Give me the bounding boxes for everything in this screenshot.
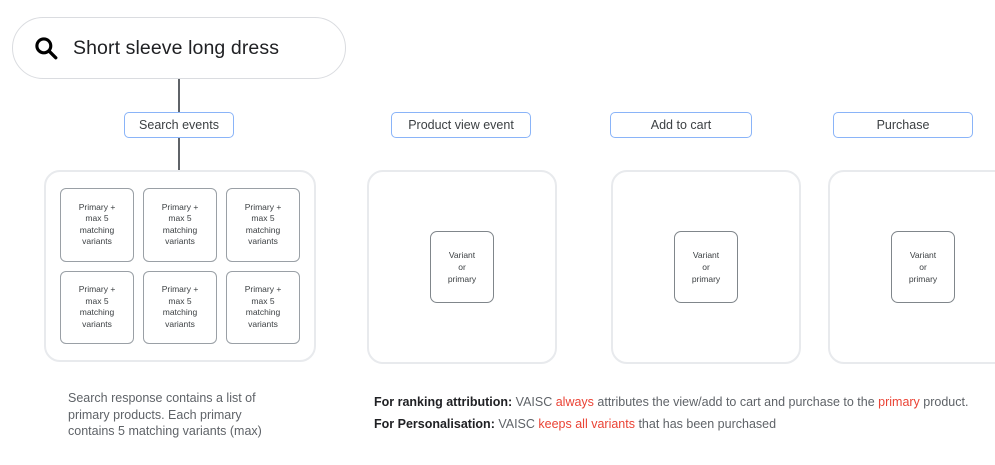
product-card[interactable]: Primary + max 5 matching variants — [143, 188, 217, 262]
stage-chip-label: Product view event — [408, 118, 514, 132]
stage-chip-purchase[interactable]: Purchase — [833, 112, 973, 138]
product-card-line-2: max 5 — [251, 213, 275, 224]
stage-chip-product-view-event[interactable]: Product view event — [391, 112, 531, 138]
caption-line-1: Search response contains a list of — [68, 391, 256, 405]
product-view-event-panel: Variant or primary — [367, 170, 557, 364]
product-card-line-3: matching — [162, 224, 198, 235]
product-card-line-2: max 5 — [85, 295, 109, 306]
product-card-line-2: max 5 — [168, 213, 192, 224]
product-card[interactable]: Primary + max 5 matching variants — [60, 188, 134, 262]
variant-card-line-2: or — [458, 262, 466, 272]
note-ranking-part-2: attributes the view/add to cart and purc… — [593, 395, 879, 409]
note-ranking-highlight-1: always — [555, 395, 594, 409]
product-card-line-2: max 5 — [168, 295, 192, 306]
stage-chip-label: Search events — [139, 118, 219, 132]
variant-card-line-1: Variant — [692, 250, 720, 260]
product-card-line-3: matching — [79, 307, 115, 318]
product-card[interactable]: Primary + max 5 matching variants — [60, 270, 134, 344]
product-card-line-1: Primary + — [244, 201, 282, 212]
variant-card-line-3: primary — [691, 274, 721, 284]
product-card-line-4: variants — [248, 318, 278, 329]
caption-line-2: primary products. Each primary — [68, 407, 242, 422]
note-personalisation-part-1: VAISC — [494, 417, 539, 431]
note-personalisation-part-2: that has been purchased — [634, 417, 777, 431]
note-personalisation: For Personalisation: VAISC keeps all var… — [374, 413, 989, 435]
purchase-panel: Variant or primary — [828, 170, 995, 364]
variant-card-line-3: primary — [908, 274, 938, 284]
product-card-line-3: matching — [162, 307, 198, 318]
product-card-line-2: max 5 — [251, 295, 275, 306]
product-card[interactable]: Primary + max 5 matching variants — [143, 270, 217, 344]
product-card-line-4: variants — [82, 318, 112, 329]
variant-card-line-1: Variant — [448, 250, 476, 260]
search-results-panel: Primary + max 5 matching variants Primar… — [44, 170, 316, 362]
add-to-cart-panel: Variant or primary — [611, 170, 801, 364]
variant-card-line-2: or — [702, 262, 710, 272]
product-card-line-1: Primary + — [244, 284, 282, 295]
product-card-line-1: Primary + — [78, 201, 116, 212]
product-card-line-2: max 5 — [85, 213, 109, 224]
product-card-line-4: variants — [82, 236, 112, 247]
product-card-line-3: matching — [79, 224, 115, 235]
product-card-line-1: Primary + — [78, 284, 116, 295]
product-card-line-4: variants — [165, 318, 195, 329]
note-ranking-part-3: product. — [919, 395, 969, 409]
variant-card[interactable]: Variant or primary — [674, 231, 738, 303]
stage-chip-add-to-cart[interactable]: Add to cart — [610, 112, 752, 138]
variant-card[interactable]: Variant or primary — [891, 231, 955, 303]
note-ranking-highlight-2: primary — [878, 395, 920, 409]
search-icon — [35, 37, 58, 60]
search-query-text: Short sleeve long dress — [73, 36, 280, 59]
note-ranking-attribution: For ranking attribution: VAISC always at… — [374, 391, 989, 413]
product-card-line-3: matching — [245, 224, 281, 235]
product-card-line-1: Primary + — [161, 201, 199, 212]
stage-chip-search-events[interactable]: Search events — [124, 112, 234, 138]
variant-card-line-1: Variant — [909, 250, 937, 260]
product-card-line-4: variants — [248, 236, 278, 247]
product-card[interactable]: Primary + max 5 matching variants — [226, 270, 300, 344]
variant-card-line-3: primary — [447, 274, 477, 284]
note-ranking-part-1: VAISC — [512, 395, 556, 409]
note-personalisation-label: For Personalisation: — [374, 417, 495, 431]
product-card-line-3: matching — [245, 307, 281, 318]
variant-card[interactable]: Variant or primary — [430, 231, 494, 303]
product-card[interactable]: Primary + max 5 matching variants — [226, 188, 300, 262]
attribution-notes: For ranking attribution: VAISC always at… — [374, 391, 989, 435]
note-personalisation-highlight-1: keeps all variants — [538, 417, 635, 431]
search-bar[interactable]: Short sleeve long dress — [12, 17, 346, 79]
stage-chip-label: Add to cart — [650, 118, 712, 132]
caption-line-3: contains 5 matching variants (max) — [68, 424, 262, 438]
product-card-line-4: variants — [165, 236, 195, 247]
stage-chip-label: Purchase — [876, 118, 930, 132]
product-card-line-1: Primary + — [161, 284, 199, 295]
search-panel-caption: Search response contains a list of prima… — [68, 390, 318, 440]
variant-card-line-2: or — [919, 262, 927, 272]
note-ranking-label: For ranking attribution: — [374, 395, 513, 409]
